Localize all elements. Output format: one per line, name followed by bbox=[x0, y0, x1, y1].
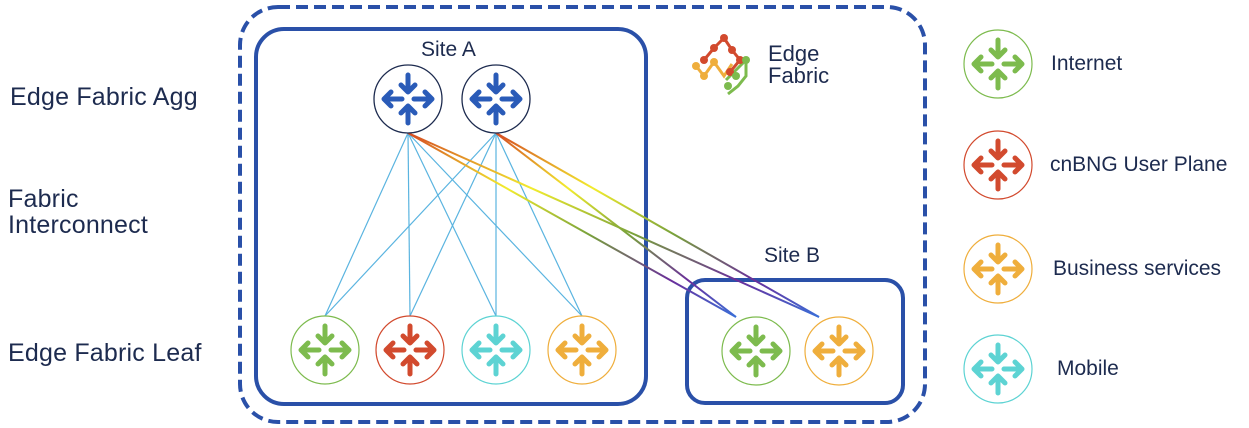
router-node-leaf-a-cnbng bbox=[375, 315, 445, 385]
router-node-agg-1 bbox=[373, 64, 443, 134]
brand-name-line1: Edge bbox=[768, 41, 820, 66]
remote-link-agg-1-leaf-b-business bbox=[407, 132, 820, 318]
legend-label-mobile: Mobile bbox=[1057, 357, 1119, 380]
router-node-agg-2 bbox=[461, 64, 531, 134]
edge-fabric-boundary bbox=[238, 5, 927, 424]
remote-link-agg-1-leaf-b-internet bbox=[407, 132, 737, 318]
legend-icon-internet bbox=[963, 29, 1033, 99]
nodes-layer bbox=[290, 64, 874, 386]
local-link-agg-2-leaf-a-business bbox=[495, 132, 583, 317]
site-a-label: Site A bbox=[421, 38, 476, 61]
local-link-agg-1-leaf-a-internet bbox=[324, 132, 409, 317]
legend-icons bbox=[963, 29, 1033, 404]
router-node-leaf-a-mobile bbox=[461, 315, 531, 385]
site-a-box bbox=[254, 27, 648, 406]
tier-label-interconnect-line2: Interconnect bbox=[8, 211, 148, 239]
local-link-agg-2-leaf-a-internet bbox=[324, 132, 497, 317]
router-node-leaf-b-internet bbox=[721, 316, 791, 386]
edge-fabric-logo-icon bbox=[692, 34, 750, 96]
links-layer bbox=[324, 132, 820, 318]
router-node-leaf-b-business bbox=[804, 316, 874, 386]
local-link-agg-1-leaf-a-mobile bbox=[407, 132, 497, 317]
local-link-agg-1-leaf-a-cnbng bbox=[407, 132, 411, 317]
site-b-box bbox=[685, 278, 905, 405]
local-link-agg-2-leaf-a-cnbng bbox=[409, 132, 497, 317]
brand-name-line2: Fabric bbox=[768, 63, 830, 88]
tier-label-agg: Edge Fabric Agg bbox=[10, 83, 198, 111]
router-node-leaf-a-business bbox=[547, 315, 617, 385]
site-b-label: Site B bbox=[764, 244, 821, 267]
remote-link-agg-2-leaf-b-internet bbox=[495, 132, 737, 318]
legend-icon-cnbng bbox=[963, 130, 1033, 200]
legend-label-business: Business services bbox=[1053, 257, 1222, 280]
tier-label-interconnect-line1: Fabric bbox=[8, 185, 79, 213]
legend-icon-mobile bbox=[963, 334, 1033, 404]
local-link-agg-1-leaf-a-business bbox=[407, 132, 583, 317]
router-node-leaf-a-internet bbox=[290, 315, 360, 385]
legend-label-internet: Internet bbox=[1051, 52, 1123, 75]
remote-link-agg-2-leaf-b-business bbox=[495, 132, 820, 318]
tier-label-leaf: Edge Fabric Leaf bbox=[8, 339, 202, 367]
legend-label-cnbng: cnBNG User Plane bbox=[1050, 153, 1228, 176]
legend-icon-business bbox=[963, 234, 1033, 304]
